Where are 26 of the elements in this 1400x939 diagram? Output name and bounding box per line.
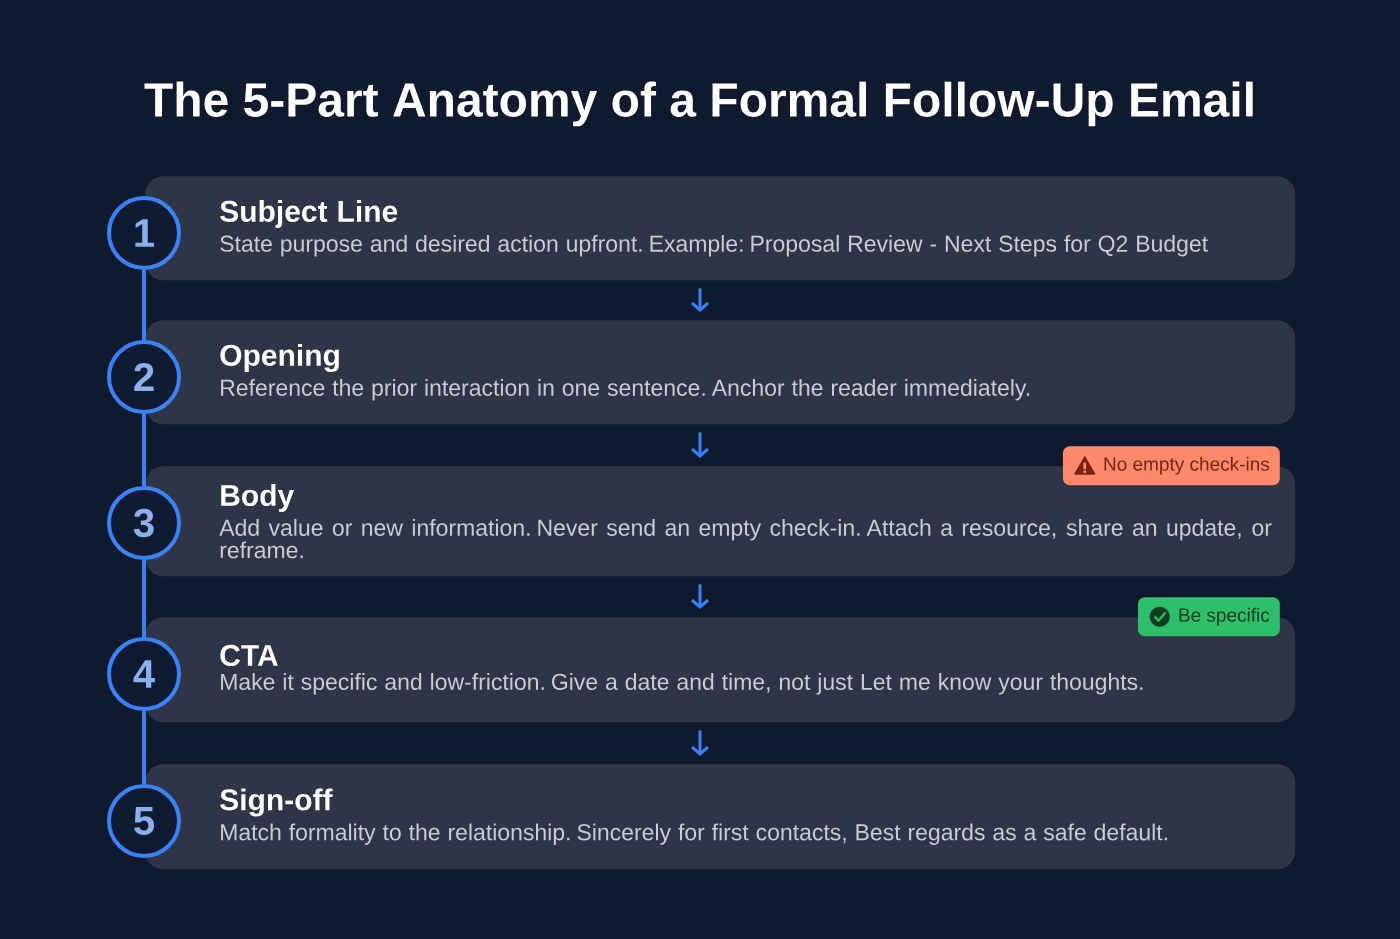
- step-heading: Sign-off: [220, 788, 333, 817]
- step-number: 1: [107, 196, 181, 270]
- warning-badge: No empty check-ins: [1062, 446, 1280, 486]
- step-heading: Opening: [220, 343, 339, 372]
- step-number: 2: [107, 340, 181, 414]
- step-description: State purpose and desired action upfront. Example: Proposal Review - Next Steps for Q2 Budget: [220, 234, 1208, 257]
- step-description: Add value or new information. Never send an empty check-in. Attach a resource, share an update, or reframe.: [219, 519, 1272, 559]
- title: The 5-Part Anatomy of a Formal Follow-Up Email: [144, 81, 1253, 127]
- step-description: Match formality to the relationship. Sincerely for first contacts, Best regards as a safe default.: [221, 823, 1167, 845]
- arrow: [691, 288, 709, 312]
- step-heading: Body: [221, 484, 295, 513]
- step-number: 4: [107, 637, 181, 711]
- arrow: [691, 584, 709, 609]
- arrow: [691, 730, 709, 756]
- step-heading: CTA: [220, 644, 278, 667]
- arrow: [691, 432, 709, 458]
- connector-line: [142, 560, 146, 637]
- connector-line: [142, 711, 146, 784]
- connector-line: [142, 270, 146, 340]
- tip-badge: Be specific: [1137, 597, 1280, 637]
- step-heading: Subject Line: [220, 200, 398, 228]
- step-description: Reference the prior interaction in one sentence. Anchor the reader immediately.: [221, 379, 1030, 401]
- step-number: 5: [107, 784, 181, 858]
- connector-line: [142, 414, 146, 486]
- step-description: Make it specific and low-friction. Give a date and time, not just Let me know your thoughts.: [221, 673, 1143, 695]
- step-number: 3: [107, 486, 181, 560]
